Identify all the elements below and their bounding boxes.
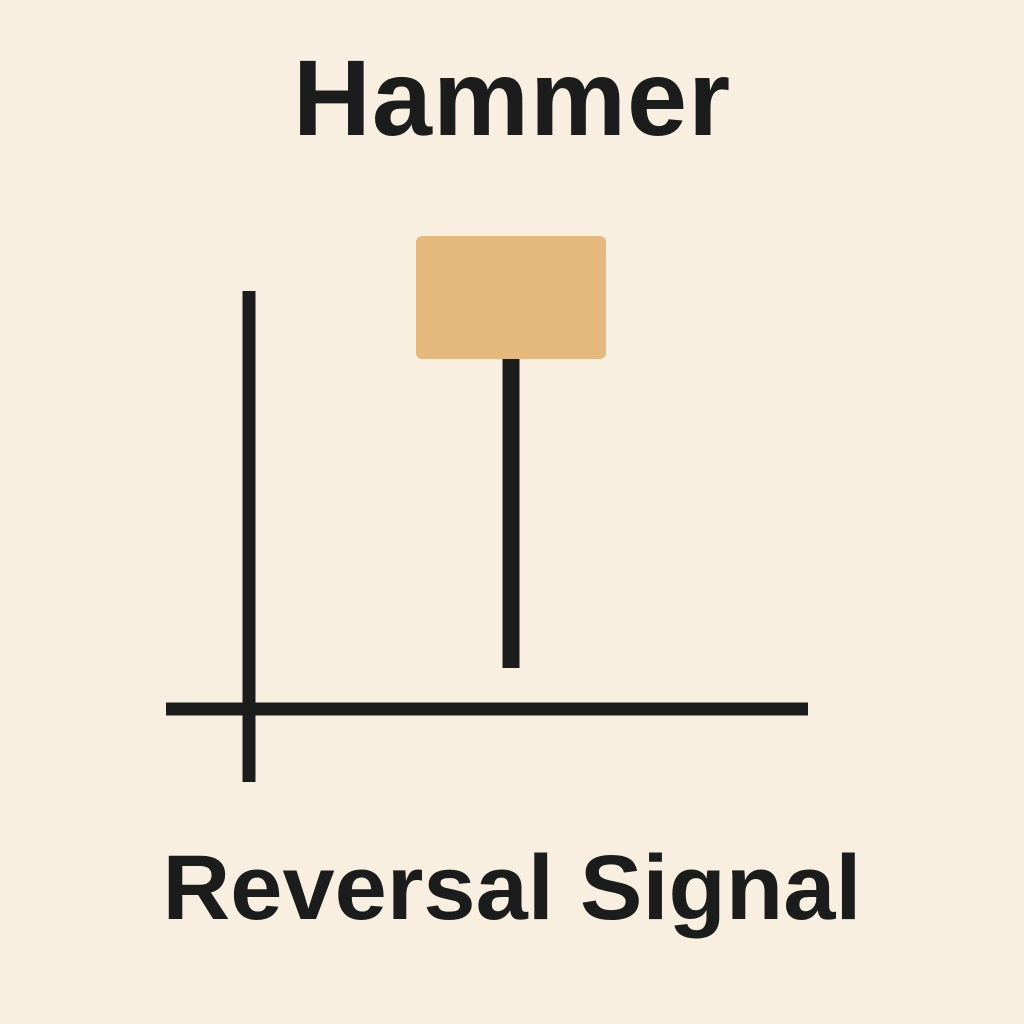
axes [166, 291, 808, 782]
candle-lower-wick [502, 359, 520, 668]
chart-title: Hammer [292, 37, 732, 158]
candle-body [416, 236, 606, 359]
hammer-candle [416, 236, 606, 668]
chart-caption: Reversal Signal [162, 837, 862, 939]
